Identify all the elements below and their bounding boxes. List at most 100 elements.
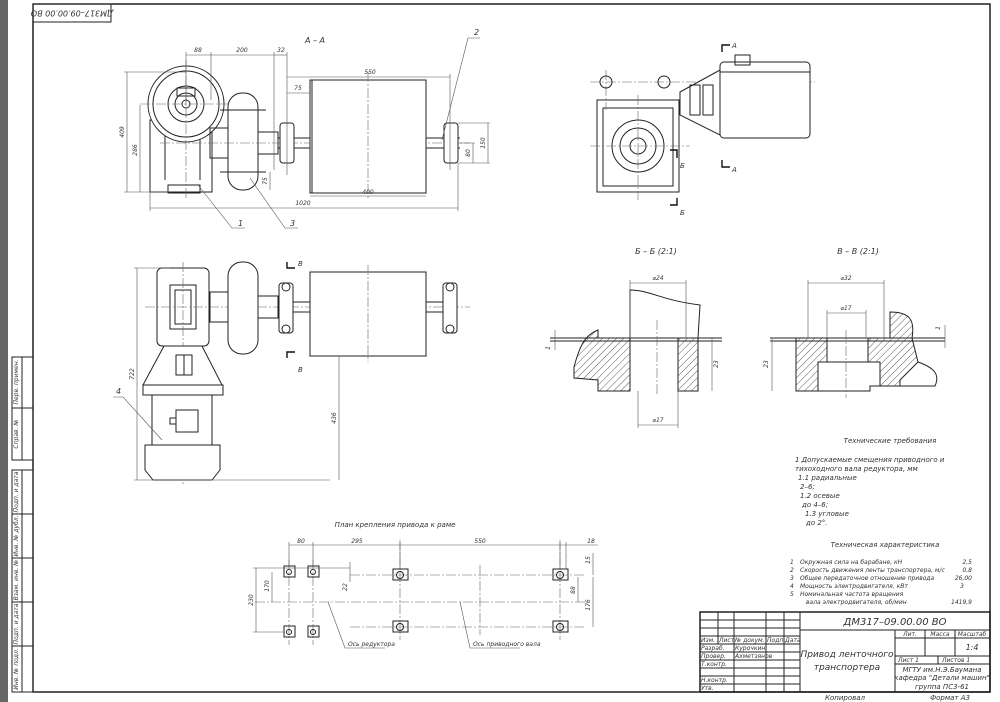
drawing-label: Дата <box>784 637 801 644</box>
drawing-label: Формат А3 <box>930 694 970 702</box>
stamp-field: Подп. и дата <box>13 471 20 512</box>
drawing-label: 1:4 <box>966 643 979 652</box>
drawing-label: 80 <box>297 538 305 545</box>
drawing-label: ⌀24 <box>652 275 663 282</box>
drawing-label: 400 <box>362 189 374 196</box>
rotated-sheet-code: ДМ317–09.00.00 ВО <box>31 9 114 18</box>
drawing-label: 1 <box>545 346 552 350</box>
drawing-label: МГТУ им.Н.Э.Баумана <box>902 666 981 674</box>
drawing-label: 295 <box>351 538 363 545</box>
drawing-label: 436 <box>331 412 338 424</box>
drawing-label: Лит. <box>902 631 917 638</box>
drawing-label: 75 <box>294 85 302 92</box>
stamp-field: Справ. № <box>13 419 20 448</box>
drawing-label: Разраб. <box>701 645 725 652</box>
drawing-label: 170 <box>264 580 271 592</box>
drawing-label: В <box>298 260 303 268</box>
mounting-plan: План крепления привода к раме 80 295 550… <box>248 521 598 649</box>
drawing-label: Утв. <box>701 685 714 692</box>
drawing-label: Б <box>680 162 685 170</box>
stamp-field: Подп. и дата <box>13 603 20 644</box>
section-vv: В – В (2:1) ⌀32 ⌀17 23 1 <box>763 247 946 398</box>
drawing-label: 550 <box>364 69 376 76</box>
callout-1: 1 <box>238 219 243 228</box>
viewer-gutter <box>0 0 8 702</box>
drawing-label: Изм. <box>701 637 715 644</box>
drawing-label: А <box>731 166 737 174</box>
drawing-label: Листов 1 <box>941 657 970 664</box>
drawing-label: кафедра "Детали машин" <box>894 674 990 682</box>
drawing-label: 80 <box>465 149 472 157</box>
drawing-frame <box>32 3 991 693</box>
drawing-label: Масштаб <box>958 631 987 638</box>
drawing-label: А <box>731 42 737 50</box>
view-title: А – А <box>304 36 325 45</box>
drawing-label: 5 <box>790 591 794 598</box>
drawing-label: Ось приводного вала <box>473 641 541 648</box>
left-stamp: Перв. примен. Справ. № Подп. и дата Инв.… <box>11 356 34 693</box>
drawing-label: 2–6; <box>800 483 815 491</box>
drawing-label: 32 <box>277 47 285 54</box>
drawing-label: транспортера <box>814 663 880 673</box>
callout-2: 2 <box>474 28 479 37</box>
section-bb: Б – Б (2:1) ⌀24 ⌀17 23 1 <box>545 247 722 428</box>
drawing-label: Курочкин <box>735 645 765 652</box>
drawing-label: Копировал <box>825 694 866 702</box>
drawing-label: тихоходного вала редуктора, мм <box>795 465 919 473</box>
drawing-label: 409 <box>119 126 126 138</box>
drawing-label: 1419,9 <box>951 599 972 606</box>
drawing-label: Скорость движения ленты транспортера, м/… <box>800 567 945 574</box>
rotated-code-box: ДМ317–09.00.00 ВО <box>31 3 114 23</box>
drawing-label: Б – Б (2:1) <box>635 247 677 256</box>
drawing-label: Масса <box>930 631 949 638</box>
drawing-label: 1.1 радиальные <box>798 474 857 482</box>
drawing-label: Ахметзянов <box>734 653 773 660</box>
drawing-label: ⌀17 <box>652 417 663 424</box>
drawing-label: 18 <box>587 538 595 545</box>
stamp-field: Взам. инв. № <box>13 560 20 601</box>
drawing-label: План крепления привода к раме <box>335 521 456 529</box>
drawing-label: Т.контр. <box>701 661 727 668</box>
drawing-label: 4 <box>790 583 794 590</box>
view-plan: В В 722 436 4 <box>113 260 470 485</box>
drawing-label: 22 <box>342 583 349 591</box>
drawing-label: 3 <box>790 575 794 582</box>
drawing-label: 3 <box>960 583 964 590</box>
drawing-label: группа ПС3-61 <box>915 683 969 691</box>
drawing-label: Окружная сила на барабане, кН <box>800 559 903 566</box>
drawing-label: 286 <box>132 144 139 156</box>
drawing-label: 0,8 <box>962 567 972 574</box>
drawing-label: 1 <box>935 326 942 330</box>
drawing-label: В – В (2:1) <box>837 247 879 256</box>
drawing-label: № докум. <box>734 637 765 644</box>
drawing-label: Технические требования <box>844 437 937 445</box>
drawing-label: 1.2 осевые <box>800 492 840 500</box>
title-block: ДМ317–09.00.00 ВО Привод ленточного тран… <box>699 611 991 702</box>
drawing-label: 1 Допускаемые смещения приводного и <box>795 456 945 464</box>
drawing-label: 200 <box>236 47 248 54</box>
technical-characteristics: Техническая характеристика 1 Окружная си… <box>790 541 972 606</box>
drawing-label: ⌀17 <box>840 305 851 312</box>
drawing-code: ДМ317–09.00.00 ВО <box>843 617 947 628</box>
dimensions-aa: 88 200 32 550 75 409 286 75 400 1020 80 … <box>119 47 490 211</box>
drawing-label: Техническая характеристика <box>831 541 940 549</box>
view-section-aa: А – А 88 200 32 55 <box>119 28 490 229</box>
tech-requirements: Технические требования 1 Допускаемые сме… <box>795 437 945 527</box>
drawing-label: 23 <box>713 360 720 368</box>
drawing-label: вала электродвигателя, об/мин <box>806 599 907 606</box>
drawing-label: Б <box>680 209 685 217</box>
drawing-label: ⌀32 <box>840 275 851 282</box>
drawing-label: Н.контр. <box>701 677 728 684</box>
drawing-label: 88 <box>570 586 577 594</box>
callout-3: 3 <box>290 219 295 228</box>
callout-4: 4 <box>116 387 121 396</box>
drawing-label: 2 <box>790 567 794 574</box>
drawing-label: 150 <box>480 137 487 149</box>
stamp-field: Инв. № подл. <box>13 648 20 689</box>
drawing-label: до 2°. <box>805 519 828 527</box>
drawing-label: Лист 1 <box>897 657 919 664</box>
drawing-label: 26,00 <box>955 575 972 582</box>
drawing-label: Провер. <box>701 653 726 660</box>
drawing-label: Лист <box>718 637 735 644</box>
